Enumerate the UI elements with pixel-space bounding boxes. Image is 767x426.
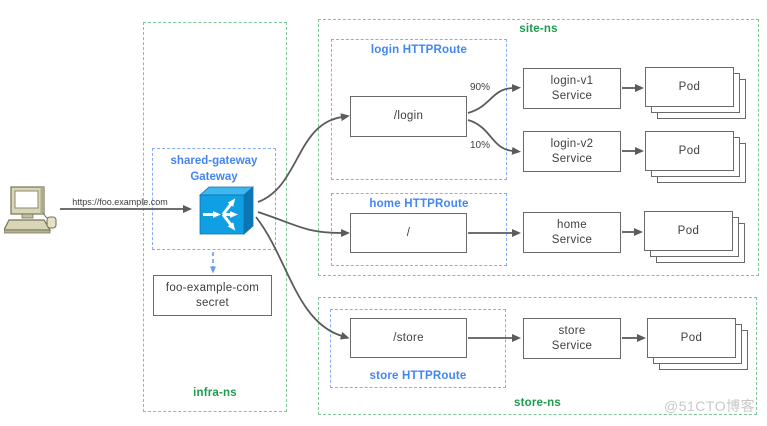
icon-arrow-out-up [221,198,236,216]
gateway-kind: Gateway [190,170,238,183]
home-service-kind: Service [551,233,593,246]
login-v1-service-node: login-v1 Service [523,68,621,109]
namespace-store-ns: store-ns [318,297,757,415]
icon-arrow-out-down [221,213,236,231]
gateway-name-label: shared-gateway Gateway [153,154,275,185]
watermark: @51CTO博客 [664,398,756,414]
weight-90-label: 90% [469,82,490,93]
keyboard [4,219,52,231]
login-v1-pod-stack: Pod [645,67,746,119]
gateway-name: shared-gateway [170,155,258,167]
home-service-name: home [557,218,587,231]
monitor-side-shade [40,187,44,214]
client-computer-icon [4,186,57,234]
home-path-node: / [350,213,467,253]
arrow-gateway-to-login-route [257,113,350,203]
gateway-container: shared-gateway Gateway [152,148,276,250]
store-httproute-label: store HTTPRoute [369,370,467,382]
pod-label: Pod [677,225,700,237]
mouse [46,216,57,229]
pod-node: Pod [645,67,734,107]
pod-label: Pod [678,81,701,93]
request-url-label: https://foo.example.com [72,197,168,207]
login-v2-service-kind: Service [551,152,593,165]
pod-node: Pod [644,211,733,251]
store-path-node: /store [350,318,467,358]
login-v1-service-kind: Service [551,89,593,102]
login-v1-service-name: login-v1 [550,74,594,87]
arrow-gateway-to-home-route [257,211,350,237]
pod-node: Pod [645,131,734,171]
monitor-stand [21,213,34,219]
namespace-site-ns: site-ns [318,19,759,276]
weight-10-label: 10% [469,140,490,151]
gateway-load-balancer-icon [198,186,255,235]
login-path-node: /login [350,96,467,137]
login-path: /login [393,110,424,123]
namespace-infra-label: infra-ns [193,387,237,399]
namespace-site-label: site-ns [519,23,558,35]
home-service-node: home Service [523,212,621,253]
store-service-name: store [558,324,586,337]
arrow-login-to-v1-service [467,84,521,114]
store-service-kind: Service [551,339,593,352]
keyboard-base [4,229,51,234]
pod-label: Pod [678,145,701,157]
home-path: / [406,226,411,239]
home-pod-stack: Pod [644,211,745,263]
home-httproute-container: home HTTPRoute [331,193,507,266]
secret-line1: foo-example-com [165,281,260,294]
pod-label: Pod [680,332,703,344]
secret-node: foo-example-com secret [153,275,272,316]
namespace-infra-ns: infra-ns [143,22,287,412]
login-httproute-label: login HTTPRoute [370,44,468,56]
store-path: /store [393,331,424,344]
mouse-cable [42,212,49,219]
login-v2-service-name: login-v2 [550,137,594,150]
home-httproute-label: home HTTPRoute [369,198,469,210]
pod-node: Pod [647,318,736,358]
store-httproute-container: store HTTPRoute [330,309,506,388]
store-pod-stack: Pod [647,318,748,370]
login-v2-pod-stack: Pod [645,131,746,183]
store-service-node: store Service [523,318,621,359]
icon-side-face [243,186,254,235]
arrow-login-to-v2-service [467,119,521,155]
monitor-screen [14,190,39,209]
login-v2-service-node: login-v2 Service [523,131,621,172]
arrow-gateway-to-store-route [255,216,350,340]
namespace-store-label: store-ns [514,397,561,409]
secret-line2: secret [195,296,230,309]
login-httproute-container: login HTTPRoute [331,39,507,180]
